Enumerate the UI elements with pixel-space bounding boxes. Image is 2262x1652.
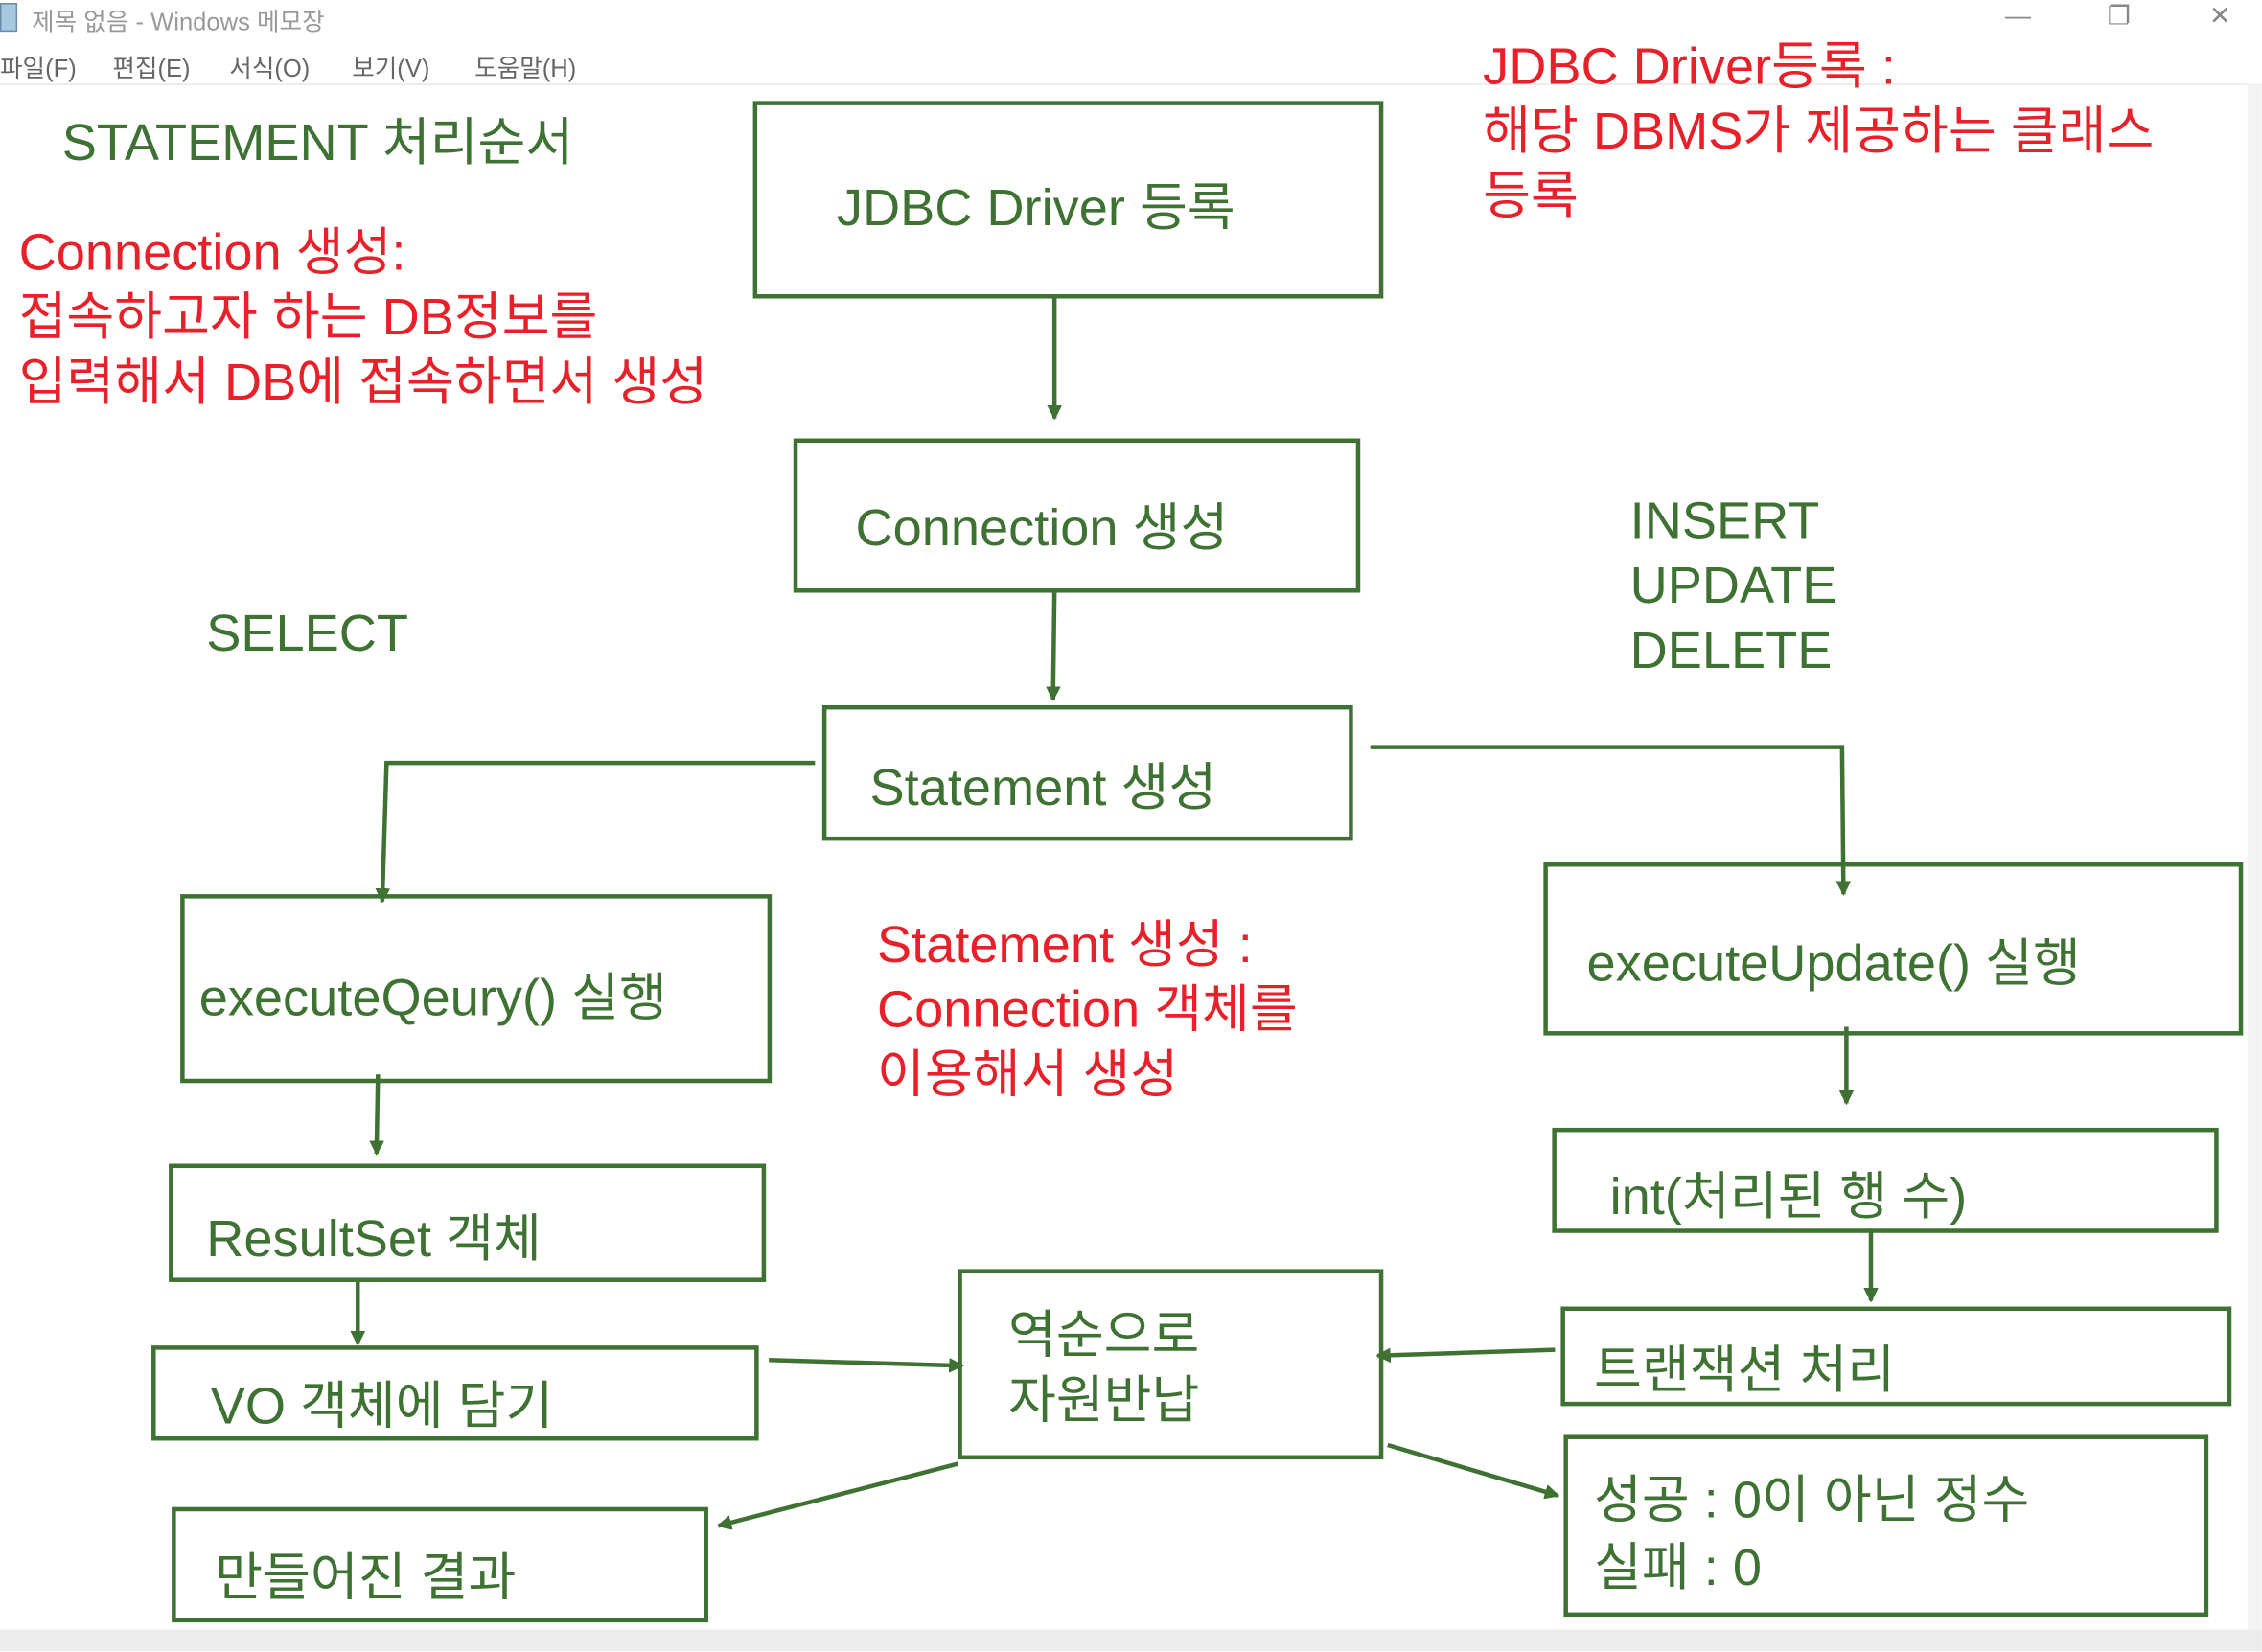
- box-vo: VO 객체에 담기: [151, 1345, 759, 1441]
- arrow-statement-query: [382, 760, 816, 901]
- title-bar: 제목 없음 - Windows 메모장 — ❐ ✕: [0, 0, 2262, 38]
- box-transaction: 트랜잭션 처리: [1560, 1306, 2232, 1407]
- menu-view[interactable]: 보기(V): [352, 55, 430, 82]
- box-int-rows: int(처리된 행 수): [1552, 1127, 2219, 1233]
- arrow-vo-release: [769, 1357, 962, 1365]
- horizontal-scrollbar[interactable]: [0, 1629, 2262, 1652]
- document-area[interactable]: [0, 83, 2248, 1631]
- box-outcome: 성공 : 0이 아닌 정수 실패 : 0: [1563, 1434, 2209, 1618]
- label-dml: INSERT UPDATE DELETE: [1629, 490, 1837, 679]
- box-statement: Statement 생성: [821, 704, 1353, 841]
- box-connection: Connection 생성: [793, 438, 1361, 593]
- menu-edit[interactable]: 편집(E): [112, 55, 191, 82]
- menu-file[interactable]: 파일(F): [0, 55, 77, 82]
- box-resultset: ResultSet 객체: [169, 1163, 767, 1282]
- note-driver: JDBC Driver등록 : 해당 DBMS가 제공하는 클래스 등록: [1483, 35, 2155, 225]
- restore-button[interactable]: ❐: [2107, 1, 2131, 31]
- note-connection: Connection 생성: 접속하고자 하는 DB정보를 입력해서 DB에 접…: [18, 221, 708, 411]
- note-statement: Statement 생성 : Connection 객체를 이용해서 생성: [877, 914, 1298, 1104]
- notepad-icon: [0, 3, 18, 33]
- window-title: 제목 없음 - Windows 메모장: [32, 9, 325, 36]
- menu-format[interactable]: 서식(O): [229, 55, 311, 82]
- box-execute-query: executeQeury() 실행: [180, 894, 773, 1084]
- arrow-connection-statement: [1053, 592, 1055, 700]
- box-result: 만들어진 결과: [172, 1506, 708, 1623]
- arrow-statement-update: [1370, 745, 1844, 895]
- arrow-release-outcome: [1387, 1442, 1558, 1496]
- close-button[interactable]: ✕: [2208, 1, 2231, 31]
- label-select: SELECT: [206, 603, 408, 662]
- menu-help[interactable]: 도움말(H): [474, 55, 577, 82]
- menu-bar: 파일(F) 편집(E) 서식(O) 보기(V) 도움말(H): [0, 43, 2262, 83]
- box-driver: JDBC Driver 등록: [752, 101, 1384, 299]
- arrow-release-result: [718, 1461, 958, 1526]
- box-release: 역순으로 자원반납: [958, 1269, 1384, 1460]
- arrow-transaction-release: [1377, 1347, 1556, 1356]
- vertical-scrollbar[interactable]: [2247, 83, 2262, 1630]
- arrow-query-resultset: [377, 1074, 379, 1154]
- box-execute-update: executeUpdate() 실행: [1543, 861, 2244, 1036]
- heading: STATEMENT 처리순서: [61, 112, 574, 172]
- minimize-button[interactable]: —: [2004, 1, 2032, 31]
